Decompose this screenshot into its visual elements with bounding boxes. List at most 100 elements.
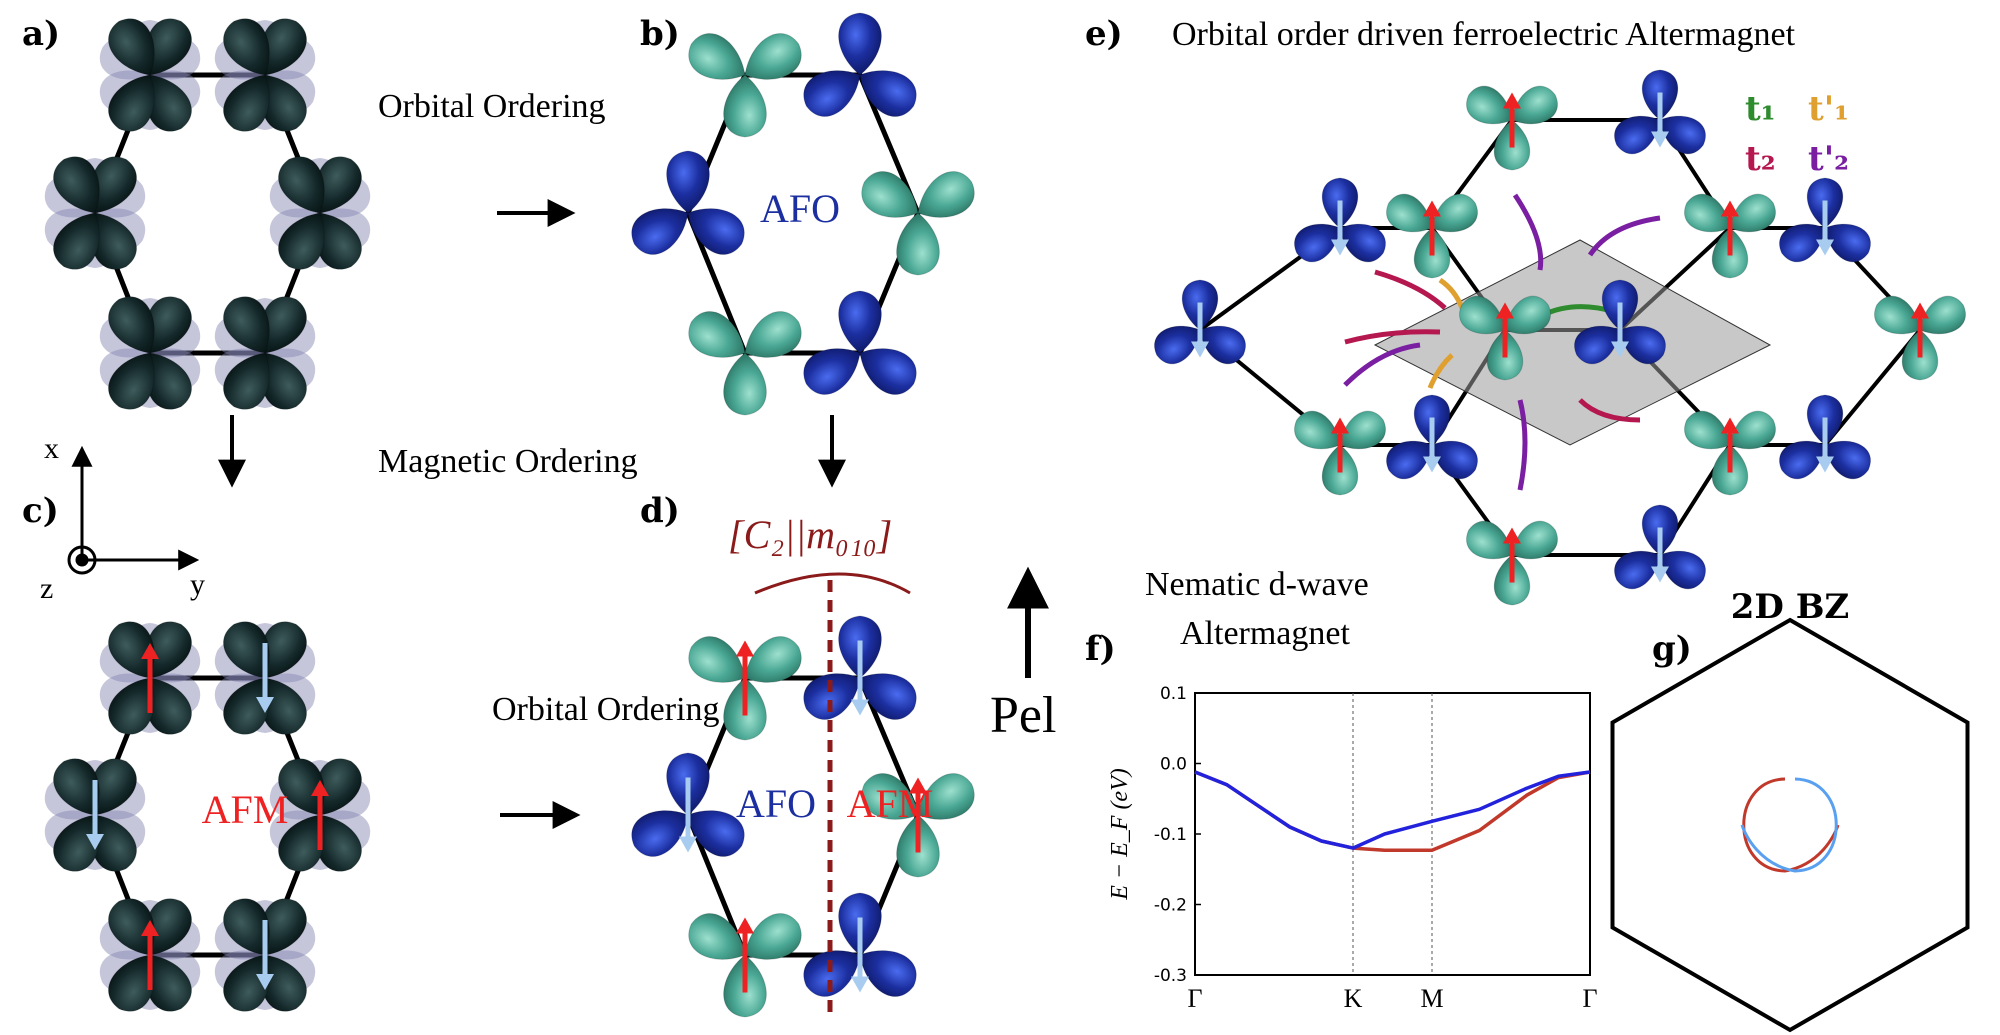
hop-t2prime-arc: [1587, 215, 1661, 257]
lattice-bond: [1823, 328, 1922, 447]
spin-up-arrow: [909, 777, 927, 853]
hop-t2prime-arc: [1517, 399, 1528, 491]
y-tick-label: -0.1: [1154, 825, 1187, 845]
orbital-lobe: [688, 33, 746, 80]
orbital-lobe: [1729, 193, 1776, 233]
panel-e-title: Orbital order driven ferroelectric Alter…: [1172, 16, 1796, 53]
spin-up-arrow: [1331, 417, 1349, 473]
orbital-lobe: [1779, 223, 1826, 263]
blue-orbital: [803, 12, 917, 117]
axis-z-label: z: [40, 572, 53, 605]
orbital-lobe: [744, 311, 802, 358]
orbital-lobe: [723, 74, 767, 138]
spin-down-arrow: [1423, 417, 1441, 473]
orbital-lobe: [278, 156, 325, 214]
fermi-pocket-blue: [1740, 777, 1838, 873]
spin-down-arrow: [1651, 527, 1669, 583]
orbital-lobe: [223, 74, 270, 132]
orbital-lobe: [1386, 440, 1433, 480]
blue-orbital: [1154, 279, 1246, 365]
orbital-lobe: [688, 636, 746, 683]
spin-head: [909, 777, 927, 794]
afm-label-d: AFM: [847, 781, 934, 826]
bz-hexagon: [1610, 617, 1970, 1033]
orbital-lobe: [223, 352, 270, 410]
orbital-lobe: [1154, 325, 1201, 365]
spin-down-arrow: [851, 917, 869, 993]
dark-orbital: [215, 18, 315, 132]
orbital-lobe: [896, 212, 940, 276]
orbital-lobe: [1874, 295, 1921, 335]
orbital-lobe: [108, 296, 155, 354]
orbital-lobe: [861, 773, 919, 820]
x-tick-label: K: [1344, 984, 1363, 1013]
blue-orbital: [1574, 279, 1666, 365]
orbital-lobe: [1684, 410, 1731, 450]
panel-g-label: g): [1652, 629, 1692, 669]
spin-down-arrow: [1611, 302, 1629, 358]
orbital-lobe: [53, 156, 100, 214]
band-red-series: [1194, 770, 1591, 852]
spin-up-arrow: [736, 917, 754, 993]
orbital-lobe: [108, 74, 155, 132]
orbital-lobe: [666, 150, 710, 214]
orbital-lobe: [803, 673, 861, 720]
spin-down-arrow: [256, 920, 274, 990]
hopping-t1-prime: t'₁: [1808, 89, 1849, 129]
orbital-ordering-label-bottom: Orbital Ordering: [492, 691, 720, 728]
orbital-lobe: [859, 348, 917, 395]
orbital-lobe: [1659, 550, 1706, 590]
blue-orbital: [1779, 177, 1871, 263]
orbital-lobe: [108, 18, 155, 76]
axis-y-label: y: [190, 568, 205, 601]
spin-up-arrow: [736, 640, 754, 716]
panel-a-lattice: [45, 18, 370, 410]
orbital-lobe: [859, 950, 917, 997]
hop-t2-arc: [1578, 398, 1641, 423]
orbital-lobe: [1684, 193, 1731, 233]
bz-title: 2D BZ: [1731, 587, 1850, 627]
panel-c-lattice: [45, 621, 370, 1012]
axis-x-label: x: [44, 432, 59, 465]
orbital-lobe: [108, 621, 155, 679]
spin-head: [1721, 417, 1739, 434]
spin-down-arrow: [1816, 417, 1834, 473]
blue-orbital: [631, 150, 745, 255]
spin-head: [86, 834, 104, 850]
spin-up-arrow: [141, 920, 159, 990]
spin-head: [256, 697, 274, 713]
spin-head: [851, 699, 869, 716]
panel-d-label: d): [640, 491, 680, 531]
orbital-lobe: [1431, 193, 1478, 233]
dark-orbital: [215, 898, 315, 1012]
dark-orbital: [215, 296, 315, 410]
hopping-t2: t₂: [1745, 139, 1776, 179]
hop-t2prime-arc: [1512, 193, 1544, 271]
hop-t2prime-arc: [1343, 342, 1421, 387]
arrows: [218, 199, 1049, 829]
spin-head: [256, 974, 274, 990]
orbital-lobe: [688, 311, 746, 358]
orbital-lobe: [1779, 440, 1826, 480]
spin-up-arrow: [1503, 527, 1521, 583]
y-tick-label: -0.3: [1154, 966, 1187, 986]
spin-head: [1423, 456, 1441, 473]
band-blue-series: [1194, 770, 1591, 850]
hopping-t2-prime: t'₂: [1808, 139, 1849, 179]
dark-orbital: [100, 296, 200, 410]
spin-head: [1651, 566, 1669, 583]
hop-t1prime-arc: [1438, 277, 1465, 309]
nematic-label-line2: Altermagnet: [1180, 615, 1350, 652]
orbital-ordering-label-top: Orbital Ordering: [378, 88, 606, 125]
orbital-lobe: [1466, 85, 1513, 125]
orbital-lobe: [861, 171, 919, 218]
orbital-lobe: [1619, 325, 1666, 365]
afo-label-d: AFO: [736, 781, 816, 826]
afm-label-c: AFM: [202, 787, 289, 832]
spin-head: [1331, 239, 1349, 256]
orbital-lobe: [223, 677, 270, 735]
panel-e-lattice: [1154, 69, 1966, 606]
symmetry-label: [C₂||m₀₁₀]: [728, 512, 892, 557]
blue-orbital: [1779, 394, 1871, 480]
